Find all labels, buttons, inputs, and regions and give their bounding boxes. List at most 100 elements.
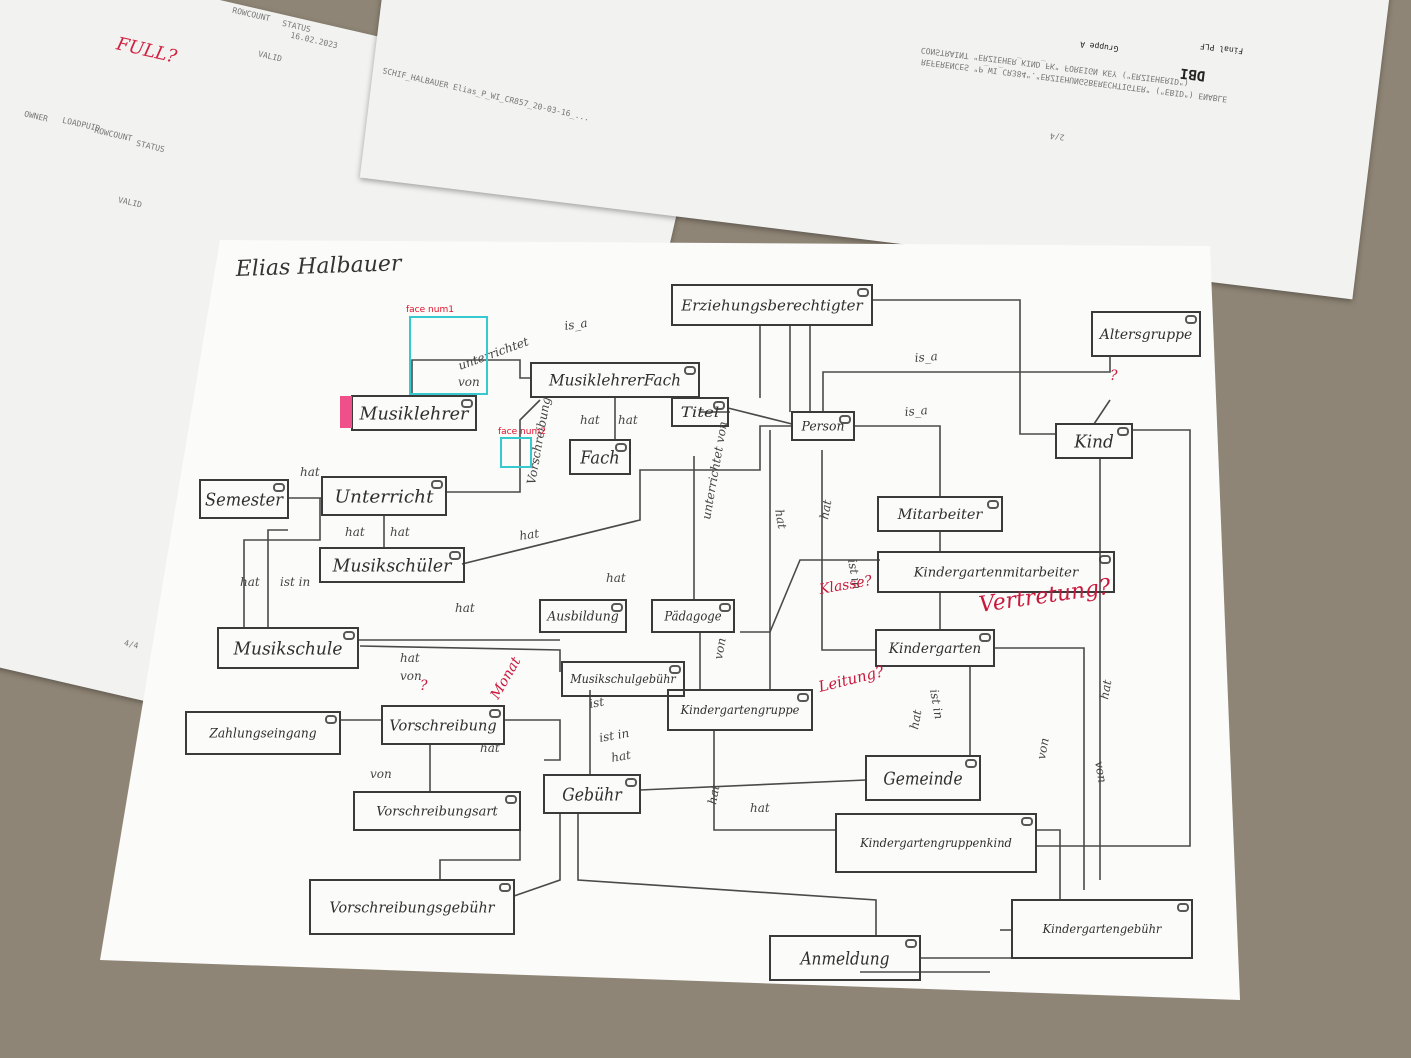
entity-alt: Altersgruppe	[1091, 311, 1201, 357]
entity-unt: Unterricht	[321, 476, 447, 516]
relationship-label: hat	[705, 784, 722, 806]
entity-anm: Anmeldung	[769, 935, 921, 981]
pink-highlight	[1177, 903, 1189, 912]
pink-highlight	[669, 665, 681, 674]
entity-label: Gemeinde	[883, 768, 962, 789]
relationship-line	[872, 299, 1056, 435]
relationship-label: von	[370, 767, 392, 781]
pink-highlight	[505, 795, 517, 804]
relationship-line	[446, 399, 541, 493]
entity-sem: Semester	[199, 479, 289, 519]
relationship-label: ist in	[280, 575, 310, 589]
entity-vor: Vorschreibung	[381, 705, 505, 745]
pink-highlight	[489, 709, 501, 718]
relationship-line	[461, 425, 792, 565]
entity-label: Vorschreibungsgebühr	[330, 898, 496, 916]
entity-label: Fach	[579, 447, 620, 468]
entity-kgg: Kindergartengruppe	[667, 689, 813, 731]
pink-highlight	[987, 500, 999, 509]
entity-box	[530, 362, 700, 398]
entity-label: Vorschreibungsart	[376, 805, 498, 820]
relationship-label: von	[400, 669, 422, 683]
relationship-label: von	[1034, 737, 1052, 761]
relationship-line	[822, 356, 1111, 412]
relationship-line	[267, 529, 288, 628]
entity-box	[319, 547, 465, 583]
pink-highlight	[979, 633, 991, 642]
entity-label: Semester	[205, 489, 284, 510]
relationship-line	[1093, 399, 1111, 425]
entity-box	[569, 439, 631, 475]
entity-box	[309, 879, 515, 935]
relationship-label: hat	[618, 413, 638, 427]
entity-box	[539, 599, 627, 633]
relationship-line	[411, 359, 531, 396]
entity-label: Kindergartengruppenkind	[859, 836, 1012, 850]
entity-msg: Musikschulgebühr	[561, 661, 685, 697]
relationship-label: hat	[400, 651, 420, 665]
entity-box	[769, 935, 921, 981]
entity-kind: Kind	[1055, 423, 1133, 459]
face-detection-label-1: face num1	[406, 305, 454, 315]
relationship-label: hat	[390, 525, 410, 539]
relationship-lines	[243, 299, 1191, 973]
entity-boxes: ErziehungsberechtigterAltersgruppeMusikl…	[185, 284, 1201, 981]
entity-person: Person	[791, 411, 855, 441]
pink-highlight	[965, 759, 977, 768]
entity-kgm: Kindergartenmitarbeiter	[877, 551, 1115, 593]
entity-fach: Fach	[569, 439, 631, 475]
pink-highlight	[273, 483, 285, 492]
entity-box	[667, 689, 813, 731]
entity-box	[185, 711, 341, 755]
entity-label: Musiklehrer	[359, 403, 470, 424]
pink-highlight	[343, 631, 355, 640]
entity-box	[877, 551, 1115, 593]
entity-label: Kindergarten	[888, 641, 981, 657]
entity-box	[877, 496, 1003, 532]
entity-label: Titel	[681, 405, 720, 421]
pink-highlight	[1099, 555, 1111, 564]
relationship-line	[577, 813, 877, 936]
relationship-line	[713, 730, 836, 831]
relationship-label: hat	[817, 499, 834, 521]
entity-vgeb: Vorschreibungsgebühr	[309, 879, 515, 935]
red-annotation: Monat	[487, 654, 524, 703]
entity-label: Erziehungsberechtigter	[680, 296, 863, 314]
entity-box	[865, 755, 981, 801]
entity-vart: Vorschreibungsart	[353, 791, 521, 831]
entity-box	[199, 479, 289, 519]
face-detection-box-1	[409, 316, 488, 395]
entity-box	[1011, 899, 1193, 959]
red-annotation: Klasse?	[817, 573, 874, 598]
entity-label: Kindergartengebühr	[1042, 922, 1163, 936]
entity-box	[671, 284, 873, 326]
entity-label: Musikschüler	[332, 555, 453, 576]
relationship-line	[513, 813, 561, 897]
pink-highlight	[431, 480, 443, 489]
relationship-label: ist	[588, 695, 605, 711]
relationship-label: hat	[772, 508, 789, 530]
relationship-line	[359, 645, 561, 672]
entity-box	[651, 599, 735, 633]
relationship-line	[1036, 829, 1061, 900]
relationship-label: von	[711, 637, 729, 661]
relationship-label: hat	[240, 575, 260, 589]
red-annotation: ?	[420, 678, 428, 694]
pink-highlight	[615, 443, 627, 452]
pink-marker	[340, 396, 352, 428]
entity-label: Vorschreibung	[389, 716, 496, 734]
entity-label: Kindergartengruppe	[680, 703, 800, 717]
entity-box	[217, 627, 359, 669]
relationship-label: ist in	[845, 558, 864, 590]
relationship-line	[504, 719, 561, 761]
relationship-line	[1036, 429, 1191, 847]
relationship-label: von	[458, 375, 480, 389]
relationship-label: hat	[345, 525, 365, 539]
relationship-label: ist in	[927, 688, 946, 720]
red-annotation: Vertretung?	[977, 575, 1112, 618]
pink-highlight	[713, 401, 725, 410]
relationship-label: is_a	[563, 316, 588, 333]
relationship-label: is_a	[904, 403, 928, 419]
